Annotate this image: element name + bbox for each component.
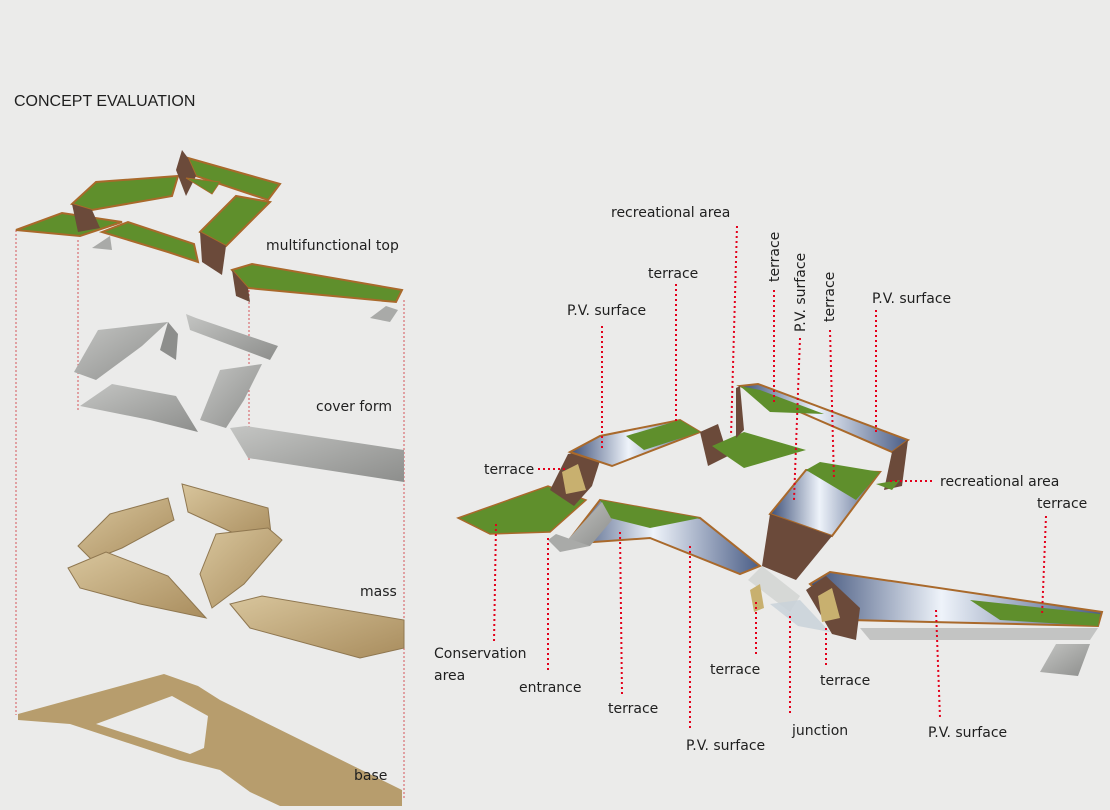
label-recreational-area-top: recreational area <box>611 205 730 221</box>
label-terrace-top: terrace <box>648 266 698 282</box>
layer-base <box>18 674 402 806</box>
label-multifunctional-top: multifunctional top <box>266 238 399 254</box>
label-pv-surface-vertical: P.V. surface <box>793 253 809 332</box>
label-pv-surface-right: P.V. surface <box>872 291 951 307</box>
label-terrace-bottom-3: terrace <box>820 673 870 689</box>
label-junction: junction <box>791 723 848 739</box>
layer-mass <box>67 483 405 659</box>
label-conservation-area-line2: area <box>434 668 465 684</box>
diagram-title: CONCEPT EVALUATION <box>14 93 195 110</box>
label-terrace-vertical-1: terrace <box>767 232 783 282</box>
label-entrance: entrance <box>519 680 582 696</box>
label-base: base <box>354 768 387 784</box>
layer-cover-form <box>74 314 404 482</box>
label-pv-surface-bottom-2: P.V. surface <box>928 725 1007 741</box>
label-conservation-area-line1: Conservation <box>434 646 527 662</box>
leader-lines <box>493 225 1047 728</box>
label-pv-surface-left: P.V. surface <box>567 303 646 319</box>
label-cover-form: cover form <box>316 399 392 415</box>
label-terrace-bottom-1: terrace <box>608 701 658 717</box>
layer-multifunctional-top <box>15 150 404 322</box>
building-assembled <box>456 382 1104 676</box>
label-terrace-bottom-2: terrace <box>710 662 760 678</box>
label-pv-surface-bottom-1: P.V. surface <box>686 738 765 754</box>
label-terrace-right: terrace <box>1037 496 1087 512</box>
label-mass: mass <box>360 584 397 600</box>
label-terrace-left: terrace <box>484 462 534 478</box>
label-recreational-area-right: recreational area <box>940 474 1059 490</box>
label-terrace-vertical-2: terrace <box>822 272 838 322</box>
